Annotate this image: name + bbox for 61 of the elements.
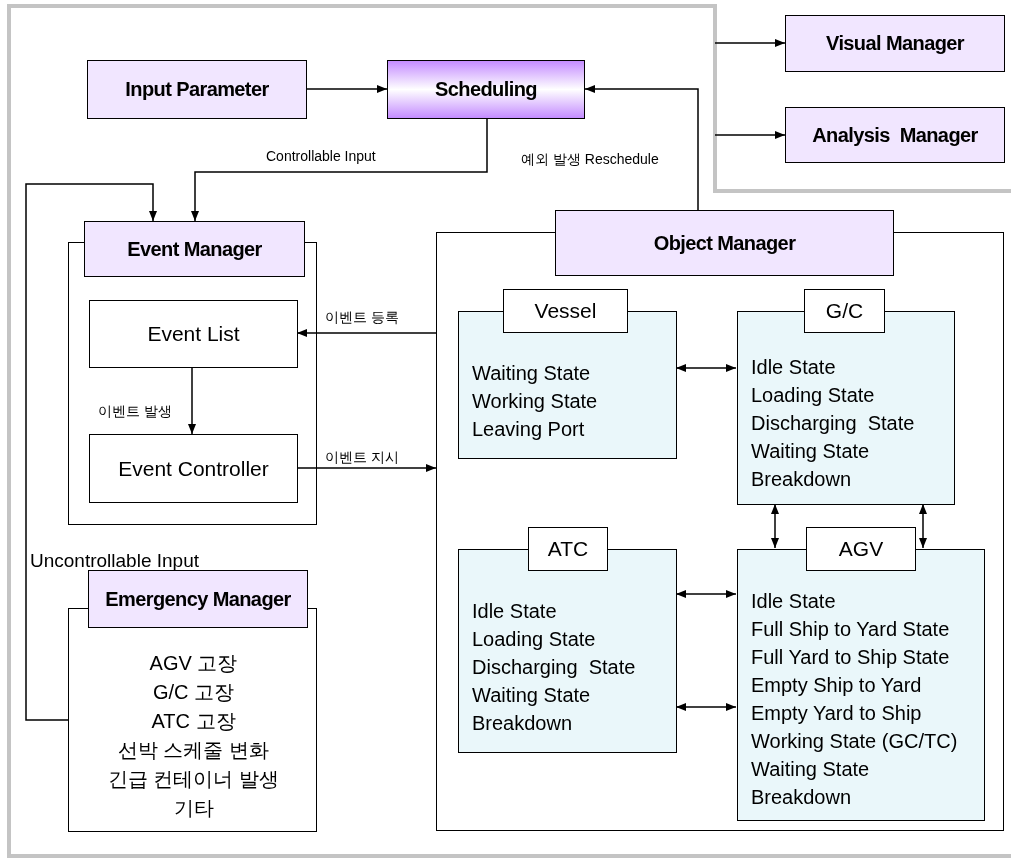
state-text: Idle State	[751, 589, 836, 614]
state-text: Discharging State	[472, 655, 636, 680]
list-box	[68, 628, 317, 832]
state-text: Breakdown	[751, 467, 852, 492]
manager-box: Input Parameter	[87, 60, 307, 119]
container-frame	[68, 277, 317, 525]
state-text: Waiting State	[751, 439, 870, 464]
manager-box: Scheduling	[387, 60, 585, 119]
list-item: 긴급 컨테이너 발생	[106, 766, 281, 792]
tab-label: Vessel	[503, 289, 628, 333]
state-text: Working State (GC/TC)	[751, 729, 958, 754]
process-box: Event List	[89, 300, 298, 368]
list-item: 기타	[172, 795, 215, 821]
state-text: Waiting State	[751, 757, 870, 782]
arrow	[296, 464, 437, 472]
arrow	[675, 590, 737, 598]
state-text: Leaving Port	[472, 417, 585, 442]
state-text: Idle State	[472, 599, 557, 624]
state-text: Breakdown	[472, 711, 573, 736]
arrow	[771, 503, 779, 549]
state-text: Loading State	[472, 627, 596, 652]
tab-label: G/C	[804, 289, 885, 333]
state-text: Full Ship to Yard State	[751, 617, 950, 642]
arrow	[191, 118, 488, 222]
manager-box: Object Manager	[555, 210, 894, 276]
edge-label: Uncontrollable Input	[28, 551, 201, 571]
manager-box: Analysis Manager	[785, 107, 1005, 163]
state-text: Idle State	[751, 355, 836, 380]
tab-label: ATC	[528, 527, 608, 571]
container-frame	[436, 232, 1004, 831]
manager-box: Event Manager	[84, 221, 305, 277]
arrow	[675, 364, 737, 372]
arrow	[25, 183, 157, 721]
manager-box: Emergency Manager	[88, 570, 308, 628]
state-text: Waiting State	[472, 683, 591, 708]
state-text: Discharging State	[751, 411, 915, 436]
list-item: G/C 고장	[151, 679, 236, 705]
arrow	[306, 85, 388, 93]
state-text: Waiting State	[472, 361, 591, 386]
list-item: AGV 고장	[148, 650, 239, 676]
tab-label: AGV	[806, 527, 916, 571]
state-text: Loading State	[751, 383, 875, 408]
state-text: Full Yard to Ship State	[751, 645, 950, 670]
state-text: Working State	[472, 389, 598, 414]
state-text: Empty Yard to Ship	[751, 701, 922, 726]
manager-box: Visual Manager	[785, 15, 1005, 72]
state-text: Breakdown	[751, 785, 852, 810]
list-item: 선박 스케줄 변화	[116, 737, 271, 763]
arrow	[714, 131, 786, 139]
list-item: ATC 고장	[150, 708, 237, 734]
arrow	[675, 703, 737, 711]
arrow	[714, 39, 786, 47]
edge-label: 예외 발생 Reschedule	[519, 151, 661, 168]
edge-label: 이벤트 등록	[323, 309, 401, 326]
arrow	[188, 367, 196, 435]
arrow	[296, 329, 437, 337]
state-text: Empty Ship to Yard	[751, 673, 922, 698]
arrow	[919, 503, 927, 549]
edge-label: Controllable Input	[264, 148, 378, 165]
process-box: Event Controller	[89, 434, 298, 503]
arrow	[584, 85, 699, 211]
